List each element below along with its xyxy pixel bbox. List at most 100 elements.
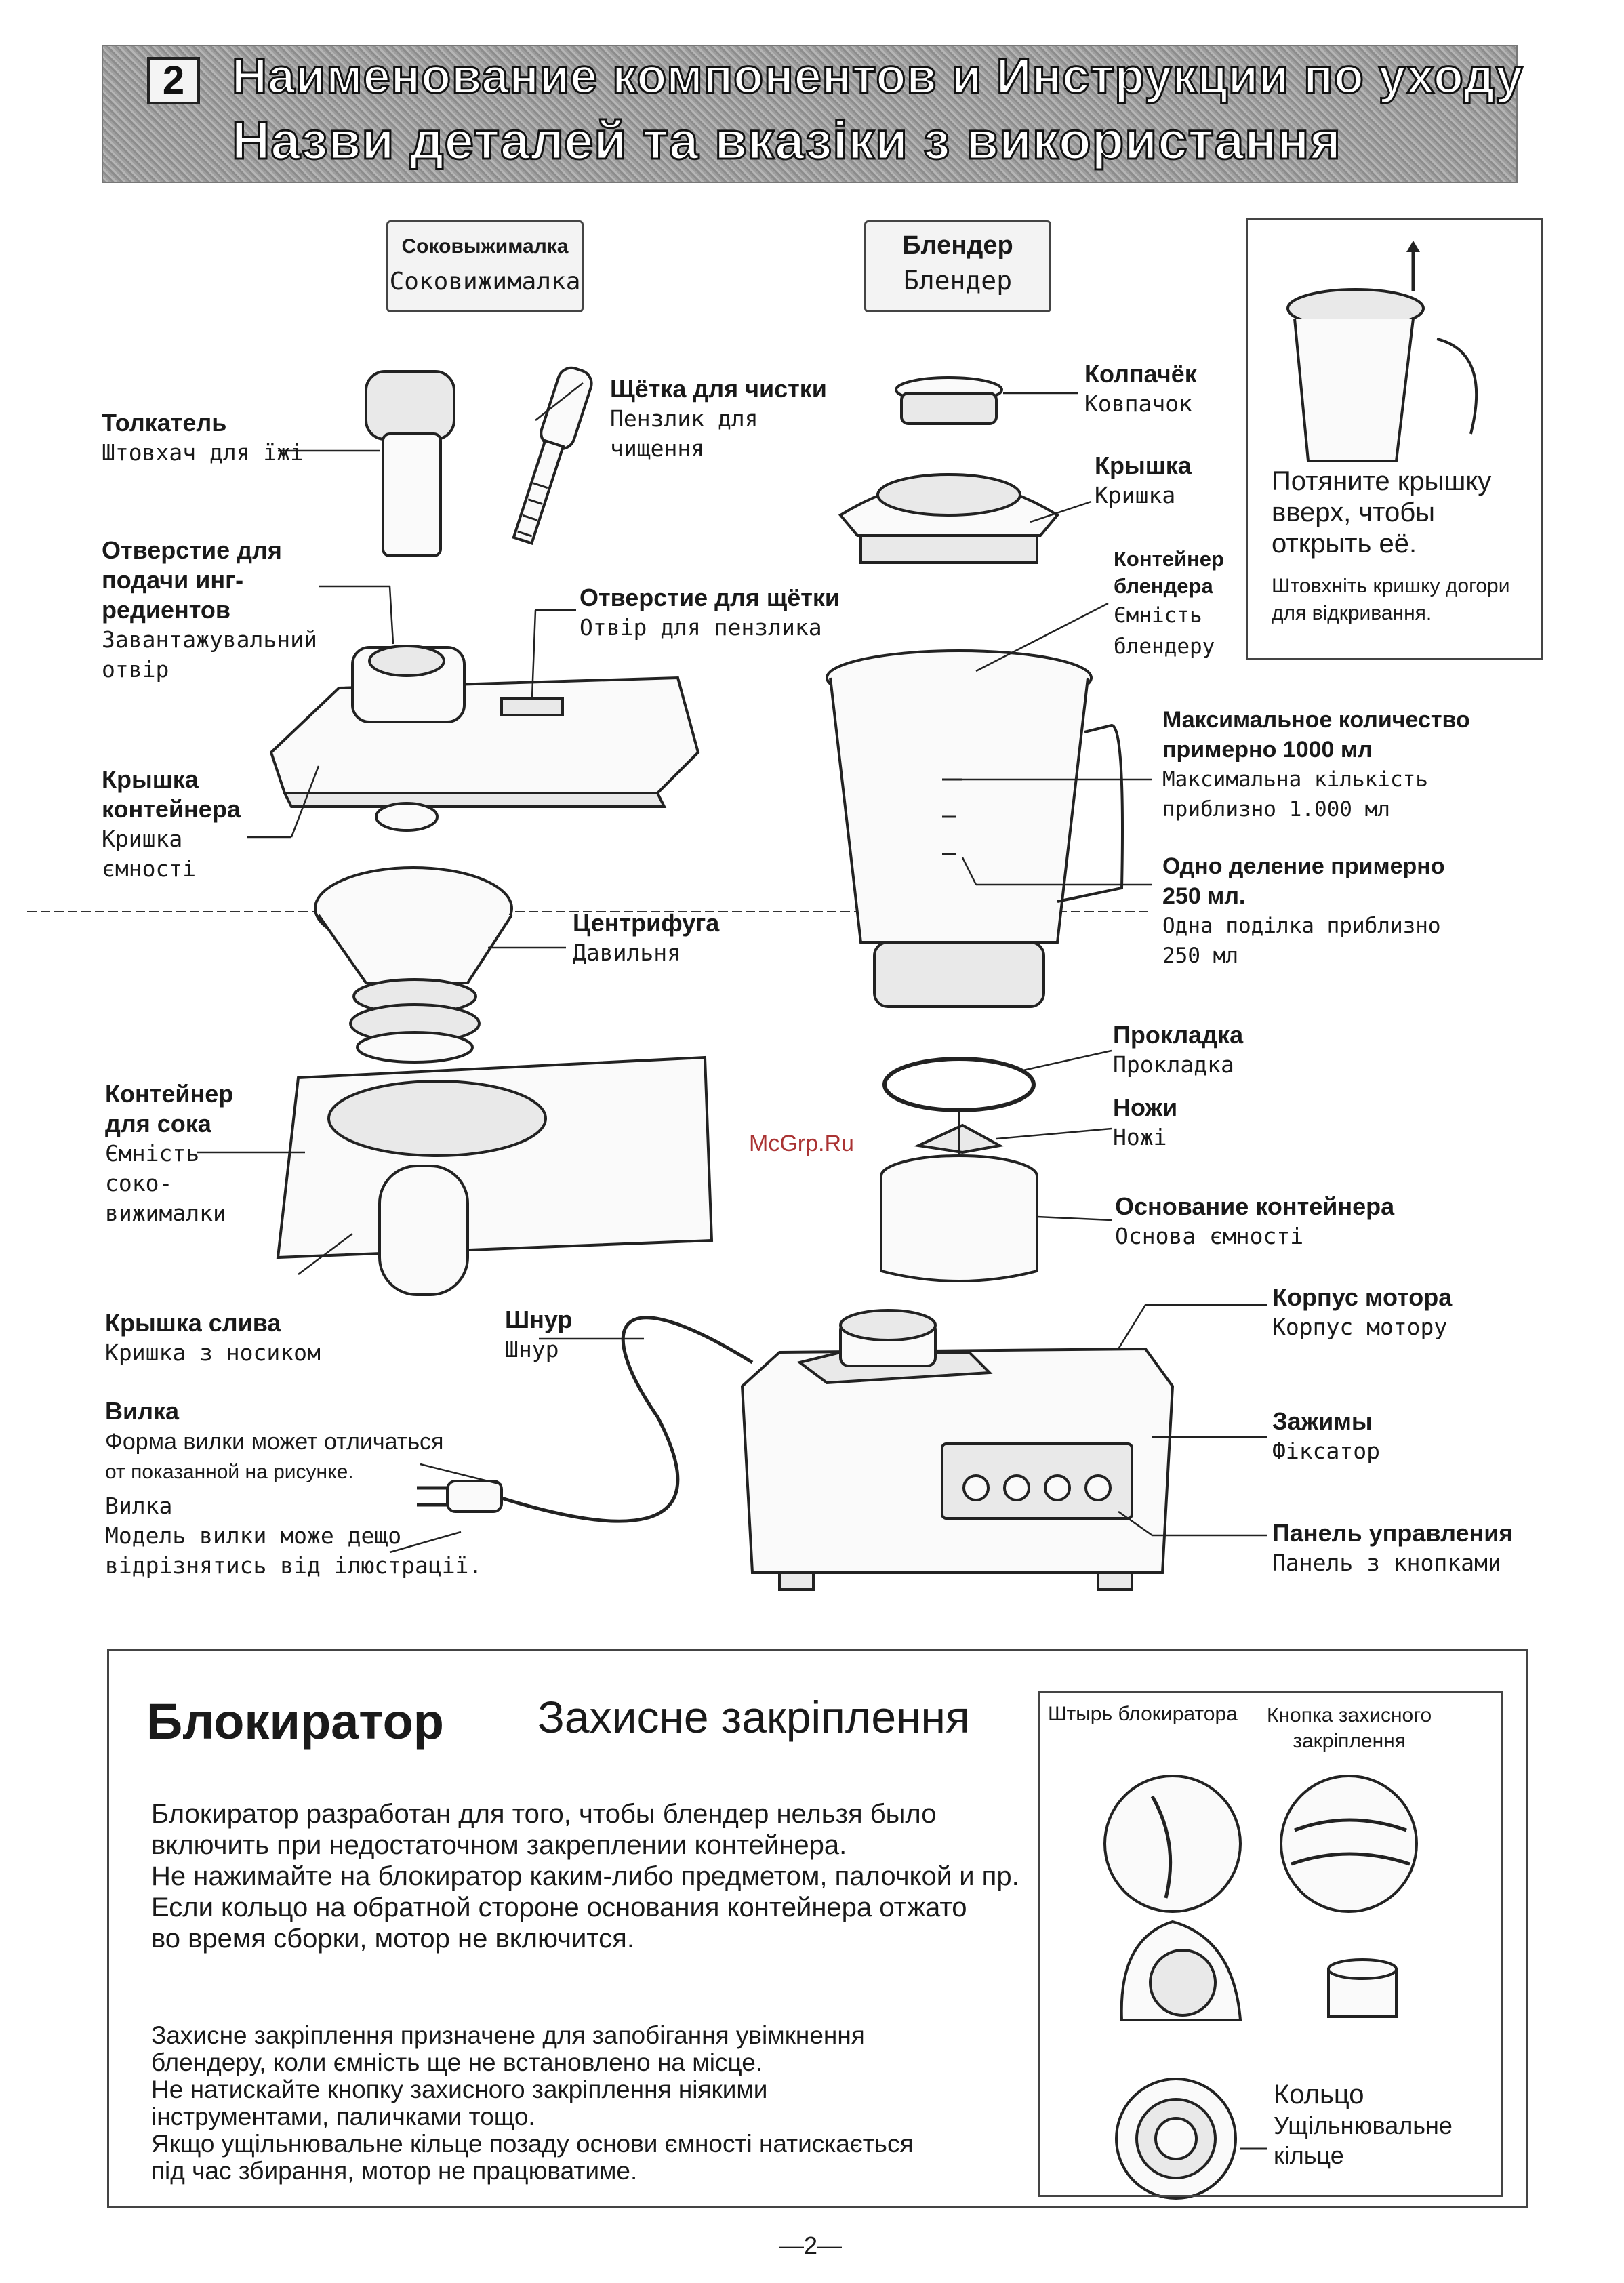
lock-text-uk-2: блендеру, коли ємність ще не встановлено… [151,2048,763,2076]
label-centrifuge-ru: Центрифуга [573,909,720,937]
lock-ring-uk-1: Ущільнювальне [1274,2112,1453,2139]
label-container-lid-ru-1: Крышка [102,765,199,793]
label-panel-ru: Панель управления [1272,1519,1514,1547]
label-container-lid: Крышка контейнера Кришка ємності [102,765,241,884]
lock-text-ru-5: во время сборки, мотор не включится. [151,1924,634,1954]
motor-housing-drawing [740,1309,1175,1591]
lock-text-uk-4: інструментами, паличками тощо. [151,2103,535,2130]
juicer-title-box: Соковыжималка Соковижималка [386,220,584,312]
label-cap-ru: Колпачёк [1084,360,1197,388]
label-jar-ru-1: Контейнер [1114,547,1224,571]
label-container-lid-uk-1: Кришка [102,826,183,852]
label-juice-container-uk-1: Ємність [105,1140,200,1167]
label-brush-hole-uk: Отвір для пензлика [580,614,822,641]
cap-drawing [895,376,1003,425]
label-feed-hole-uk-2: отвір [102,656,169,683]
label-feed-hole-ru-2: подачи инг- [102,566,244,594]
label-plug-uk-note-1: Модель вилки може дещо [105,1522,402,1549]
label-juice-container-ru-1: Контейнер [105,1080,234,1108]
label-division: Одно деление примерно 250 мл. Одна поділ… [1162,851,1445,971]
label-jar-ru-2: блендера [1114,574,1213,598]
section-title-ru: Наименование компонентов и Инструкции по… [231,49,1524,105]
label-division-ru-1: Одно деление примерно [1162,853,1445,879]
label-gasket: Прокладка Прокладка [1113,1020,1243,1080]
section-number: 2 [147,57,200,104]
label-gasket-ru: Прокладка [1113,1021,1244,1049]
label-spout-lid-uk: Кришка з носиком [105,1339,321,1366]
label-max-uk-1: Максимальна кількість [1162,767,1428,792]
lock-button-label-1: Кнопка захисного [1267,1704,1432,1726]
gasket-drawing [882,1057,1036,1112]
label-clamps-uk: Фіксатор [1272,1438,1380,1464]
label-juice-container-uk-2: соко- [105,1170,173,1196]
label-feed-hole-uk-1: Завантажувальний [102,626,317,653]
section-title-uk: Назви деталей та вказіки з використання [231,110,1342,171]
label-max-ru-2: примерно 1000 мл [1162,737,1373,763]
label-spout-lid: Крышка слива Кришка з носиком [105,1308,321,1368]
label-panel: Панель управления Панель з кнопками [1272,1518,1513,1578]
lid-note-box: Потяните крышку вверх, чтобы открыть её.… [1246,218,1543,660]
label-centrifuge: Центрифуга Давильня [573,908,719,968]
label-division-uk-1: Одна поділка приблизно [1162,914,1441,938]
centrifuge-drawing [314,866,513,1064]
label-plug-ru-note-2: от показанной на рисунке. [105,1461,354,1483]
lid-note-uk-line-2: для відкривання. [1272,602,1432,624]
lock-title-uk: Захисне закріплення [537,1692,970,1742]
label-pusher: Толкатель Штовхач для їжі [102,408,304,468]
label-brush-hole: Отверстие для щётки Отвір для пензлика [580,583,840,643]
lid-pull-illustration [1286,241,1478,462]
label-jar-uk-1: Ємність [1114,603,1202,628]
label-base-ru: Основание контейнера [1115,1192,1395,1220]
lock-text-ru-3: Не нажимайте на блокиратор каким-либо пр… [151,1861,1019,1891]
page-number: —2— [779,2231,843,2259]
lock-info-box: Блокиратор Захисне закріплення Блокирато… [107,1649,1528,2208]
label-cord: Шнур Шнур [505,1305,572,1365]
label-juice-container-ru-2: для сока [105,1110,211,1137]
label-jar-uk-2: блендеру [1114,634,1215,659]
label-plug-ru-note-1: Форма вилки может отличаться [105,1429,444,1455]
juice-container-drawing [276,1055,714,1296]
label-division-uk-2: 250 мл [1162,944,1238,968]
juicer-title-ru: Соковыжималка [401,235,569,258]
label-juice-container-uk-3: вижималки [105,1200,226,1226]
label-container-lid-ru-2: контейнера [102,795,241,823]
cord-plug-drawing [417,1316,754,1523]
label-cap-uk: Ковпачок [1084,390,1192,417]
blender-title-uk: Блендер [903,266,1013,296]
label-clamps-ru: Зажимы [1272,1407,1373,1435]
lock-title-ru: Блокиратор [146,1693,444,1750]
label-motor-ru: Корпус мотора [1272,1283,1453,1311]
lock-text-ru-2: включить при недостаточном закреплении к… [151,1830,847,1860]
label-plug: Вилка Форма вилки может отличаться от по… [105,1396,482,1581]
jar-drawing [826,649,1124,1008]
watermark: McGrp.Ru [749,1131,854,1156]
blender-title-ru: Блендер [902,231,1013,260]
label-clamps: Зажимы Фіксатор [1272,1407,1380,1466]
label-spout-lid-ru: Крышка слива [105,1309,281,1337]
label-feed-hole-ru-1: Отверстие для [102,536,282,564]
label-cap: Колпачёк Ковпачок [1084,359,1197,419]
label-lid: Крышка Кришка [1095,451,1192,510]
lock-illustration [1103,1775,1418,2200]
lid-note-ru-line-3: открыть её. [1272,529,1417,559]
label-lid-ru: Крышка [1095,451,1192,479]
lid-drawing [838,473,1060,564]
lock-text-uk-5: Якщо ущільнювальне кільце позаду основи … [151,2130,914,2158]
label-feed-hole-ru-3: редиентов [102,596,231,624]
lock-ring-ru: Кольцо [1274,2080,1364,2109]
lid-note-ru-line-1: Потяните крышку [1272,466,1492,496]
lock-figure-frame: Штырь блокиратора Кнопка захисного закрі… [1038,1691,1503,2197]
pusher-drawing [365,370,455,557]
label-panel-uk: Панель з кнопками [1272,1550,1501,1576]
lid-note-uk-line-1: Штовхніть кришку догори [1272,575,1510,597]
label-max-ru-1: Максимальное количество [1162,707,1470,733]
blender-title-box: Блендер Блендер [864,220,1051,312]
label-gasket-uk: Прокладка [1113,1051,1234,1078]
label-knives-uk: Ножі [1113,1124,1167,1150]
label-brush-uk-2: чищення [610,435,705,462]
label-centrifuge-uk: Давильня [573,940,681,966]
label-brush: Щётка для чистки Пензлик для чищення [610,374,827,464]
label-feed-hole: Отверстие для подачи инг- редиентов Зава… [102,536,317,685]
label-motor: Корпус мотора Корпус мотору [1272,1282,1452,1342]
